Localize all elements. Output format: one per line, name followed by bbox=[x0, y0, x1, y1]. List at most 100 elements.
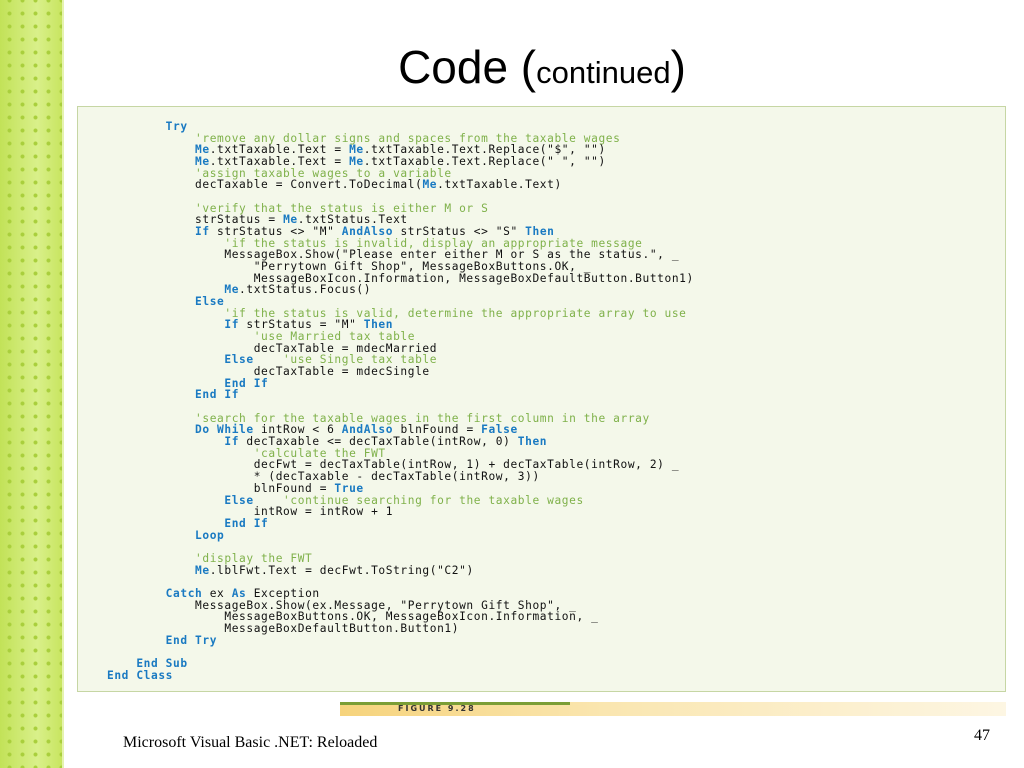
code-line: decFwt = decTaxTable(intRow, 1) + decTax… bbox=[107, 459, 694, 471]
code-line: * (decTaxable - decTaxTable(intRow, 3)) bbox=[107, 471, 694, 483]
code-keyword: Catch bbox=[107, 586, 203, 600]
code-text: blnFound = bbox=[107, 481, 335, 495]
code-line: Catch ex As Exception bbox=[107, 588, 694, 600]
code-text: Exception bbox=[246, 586, 320, 600]
code-text: decTaxTable = mdecMarried bbox=[107, 341, 438, 355]
code-keyword: If bbox=[107, 318, 240, 332]
code-line: MessageBoxButtons.OK, MessageBoxIcon.Inf… bbox=[107, 611, 694, 623]
decorative-side-bar bbox=[0, 0, 64, 768]
code-keyword: Do While bbox=[107, 423, 254, 437]
code-text: .txtTaxable.Text = bbox=[209, 143, 350, 157]
code-line: Me.txtTaxable.Text = Me.txtTaxable.Text.… bbox=[107, 156, 694, 168]
code-line: MessageBox.Show(ex.Message, "Perrytown G… bbox=[107, 598, 694, 612]
code-comment: 'use Married tax table bbox=[107, 330, 416, 344]
code-keyword: As bbox=[231, 586, 247, 600]
code-line: MessageBoxIcon.Information, MessageBoxDe… bbox=[107, 272, 694, 285]
code-line: Loop bbox=[107, 528, 694, 542]
code-keyword: Else bbox=[107, 493, 254, 507]
code-line: End Class bbox=[107, 668, 694, 682]
code-keyword: Me bbox=[107, 563, 210, 577]
code-comment: 'display the FWT bbox=[107, 551, 313, 565]
code-text: strStatus = bbox=[107, 213, 284, 227]
code-keyword: End Try bbox=[107, 633, 218, 647]
code-listing: Try 'remove any dollar signs and spaces … bbox=[107, 121, 694, 681]
code-panel: Try 'remove any dollar signs and spaces … bbox=[77, 106, 1006, 692]
code-comment: 'use Single tax table bbox=[253, 353, 438, 367]
code-line: intRow = intRow + 1 bbox=[107, 506, 694, 518]
code-line: Else 'continue searching for the taxable… bbox=[107, 493, 694, 507]
figure-caption-bar: FIGURE 9.28 bbox=[340, 702, 1006, 716]
code-keyword: Me bbox=[349, 143, 364, 157]
code-line: End If bbox=[107, 389, 694, 401]
code-line: blnFound = True bbox=[107, 481, 694, 495]
page-number: 47 bbox=[974, 727, 990, 744]
code-line: 'remove any dollar signs and spaces from… bbox=[107, 131, 694, 145]
code-line: decTaxable = Convert.ToDecimal(Me.txtTax… bbox=[107, 179, 694, 191]
code-comment: 'if the status is valid, determine the a… bbox=[107, 306, 687, 320]
code-line: MessageBox.Show("Please enter either M o… bbox=[107, 249, 694, 261]
slide-title-sub: continued bbox=[536, 55, 671, 90]
code-text: strStatus <> "M" bbox=[209, 225, 342, 239]
code-keyword: If bbox=[107, 435, 240, 449]
code-line: 'display the FWT bbox=[107, 553, 694, 565]
code-line: decTaxTable = mdecMarried bbox=[107, 341, 694, 355]
code-line: MessageBoxDefaultButton.Button1) bbox=[107, 623, 694, 635]
slide-title-main: Code ( bbox=[398, 41, 537, 93]
code-line: If strStatus = "M" Then bbox=[107, 319, 694, 331]
code-keyword: Me bbox=[349, 155, 364, 169]
code-line: decTaxTable = mdecSingle bbox=[107, 366, 694, 378]
code-keyword: Me bbox=[107, 283, 240, 297]
code-keyword: Else bbox=[107, 353, 254, 367]
code-text: decFwt = decTaxTable(intRow, 1) + decTax… bbox=[107, 458, 680, 472]
code-comment: 'if the status is invalid, display an ap… bbox=[107, 236, 643, 250]
code-text: strStatus = "M" bbox=[239, 318, 364, 332]
code-comment: 'remove any dollar signs and spaces from… bbox=[107, 131, 621, 145]
code-line: 'search for the taxable wages in the fir… bbox=[107, 411, 694, 425]
code-keyword: AndAlso bbox=[341, 423, 394, 437]
code-comment: 'search for the taxable wages in the fir… bbox=[107, 411, 650, 425]
code-text: MessageBox.Show("Please enter either M o… bbox=[107, 248, 680, 262]
code-text: intRow = intRow + 1 bbox=[107, 505, 394, 519]
code-text: MessageBox.Show(ex.Message, "Perrytown G… bbox=[107, 598, 577, 612]
code-keyword: Me bbox=[195, 155, 210, 169]
code-text: * (decTaxable - decTaxTable(intRow, 3)) bbox=[107, 470, 540, 484]
code-keyword: End If bbox=[107, 388, 240, 402]
code-comment: 'calculate the FWT bbox=[107, 446, 386, 460]
code-line: 'use Married tax table bbox=[107, 331, 694, 343]
code-keyword: Me bbox=[283, 213, 298, 227]
code-keyword: If bbox=[107, 225, 210, 239]
code-text: strStatus <> "S" bbox=[393, 225, 526, 239]
code-keyword: End Class bbox=[107, 668, 174, 682]
code-text: .txtTaxable.Text.Replace(" ", "") bbox=[363, 155, 606, 169]
code-line: End Try bbox=[107, 633, 694, 647]
code-line: Else 'use Single tax table bbox=[107, 354, 694, 366]
slide-title: Code (continued) bbox=[0, 40, 1024, 94]
code-line: 'assign taxable wages to a variable bbox=[107, 166, 694, 180]
code-text: intRow < 6 bbox=[253, 423, 342, 437]
code-line: End If bbox=[107, 376, 694, 390]
code-line: Me.txtTaxable.Text = Me.txtTaxable.Text.… bbox=[107, 144, 694, 156]
code-comment: 'continue searching for the taxable wage… bbox=[253, 493, 584, 507]
code-line: 'calculate the FWT bbox=[107, 446, 694, 460]
code-line: Me.txtStatus.Focus() bbox=[107, 284, 694, 296]
slide-title-close: ) bbox=[670, 41, 686, 93]
code-keyword: Try bbox=[107, 120, 188, 133]
code-keyword: AndAlso bbox=[341, 225, 394, 239]
code-keyword: Then bbox=[517, 435, 548, 449]
code-line bbox=[107, 646, 694, 658]
code-keyword: End Sub bbox=[107, 656, 188, 670]
code-keyword: End If bbox=[107, 516, 269, 530]
code-comment: 'assign taxable wages to a variable bbox=[107, 166, 452, 180]
code-keyword: End If bbox=[107, 376, 269, 390]
code-line: 'verify that the status is either M or S bbox=[107, 202, 694, 215]
code-line: Else bbox=[107, 296, 694, 308]
code-keyword: Loop bbox=[107, 528, 225, 542]
code-keyword: Then bbox=[363, 318, 394, 332]
code-text: .txtStatus.Text bbox=[297, 213, 408, 227]
code-text: .txtStatus.Focus() bbox=[239, 283, 372, 297]
code-text: decTaxable = Convert.ToDecimal( bbox=[107, 178, 423, 192]
code-text: .txtTaxable.Text) bbox=[437, 178, 562, 192]
code-keyword: Me bbox=[195, 143, 210, 157]
code-text: .txtTaxable.Text = bbox=[209, 155, 350, 169]
footer-text: Microsoft Visual Basic .NET: Reloaded bbox=[123, 734, 378, 751]
